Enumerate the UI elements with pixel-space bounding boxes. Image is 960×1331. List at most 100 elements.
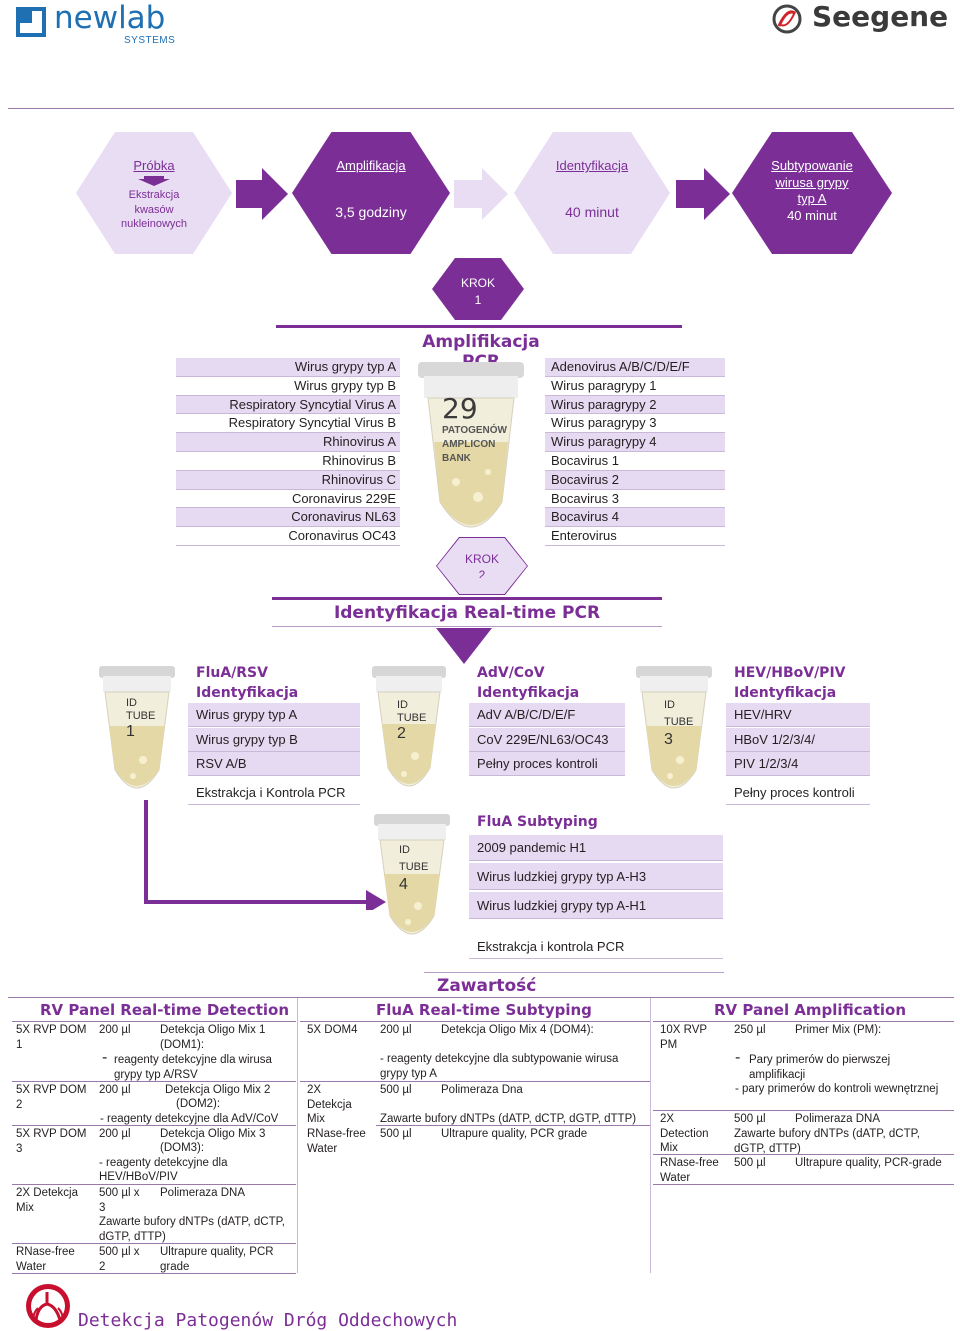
col1-r5-name: RNase-free Water [16,1246,75,1273]
col1-r4-name: 2X Detekcja Mix [16,1187,79,1214]
id-tube-4-icon [374,814,450,935]
amplicon-bank-label-2: AMPLICON [442,439,496,450]
col3-row-border [653,1154,954,1155]
flow-step-identification-sub: 40 minut [565,204,619,220]
col1-r2-desc1: Detekcja Oligo Mix 2 [165,1084,271,1096]
footer-title: Detekcja Patogenów Dróg Oddechowych [78,1310,458,1331]
identification-title-bar [272,597,662,600]
identification-title-underline [272,626,662,627]
panel1-row: Wirus grypy typ A [188,703,360,727]
flow-step-amplification: Amplifikacja 3,5 godziny [292,132,450,254]
arrow-down-icon [136,173,172,186]
col1-r3-name: 5X RVP DOM 3 [16,1128,87,1155]
col2-r1-name: 5X DOM4 [307,1024,358,1036]
amplicon-bank-label-1: PATOGENÓW [442,425,507,436]
id-tube-1-number: 1 [126,723,135,740]
amplification-left-item: Rhinovirus C [176,470,400,490]
col3-row-border [653,1110,954,1111]
col1-r4-desc1: Polimeraza DNA [160,1187,245,1199]
amplification-right-item: Wirus paragrypy 4 [545,433,725,452]
col2-r1-vol: 200 µl [380,1024,412,1036]
amplification-right-item: Wirus paragrypy 1 [545,377,725,396]
panel2-row: AdV A/B/C/D/E/F [469,703,625,727]
id-tube-3-number: 3 [664,731,673,748]
col1-r1-dash: - [102,1049,108,1066]
contents-col-separator [297,998,298,1273]
amplification-left-item: Wirus grypy typ A [176,358,400,377]
col1-row-border [12,1184,296,1185]
col1-r1-desc4: grypy typ A/RSV [114,1069,198,1081]
amplicon-bank-number: 29 [442,392,478,425]
flow-step-sample-title: Próbka [133,158,175,173]
col1-r1-desc1: Detekcja Oligo Mix 1 [160,1024,266,1036]
newlab-logo-icon [16,7,46,37]
amplification-left-item: Respiratory Syncytial Virus A [176,395,400,415]
krok-2-number: 2 [478,568,486,578]
col1-r1-name: 5X RVP DOM 1 [16,1024,87,1051]
amplification-left-item: Rhinovirus B [176,452,400,471]
id-tube-3-id: ID [664,699,675,711]
col3-r1-dash: - [735,1049,741,1066]
flow-step-identification: Identyfikacja 40 minut [514,132,670,254]
col1-r3-vol: 200 µl [99,1128,131,1140]
panel4-title: FluA Subtyping [477,814,598,830]
col1-r1-vol: 200 µl [99,1024,131,1036]
flow-step-amplification-sub: 3,5 godziny [335,204,407,220]
panel3-title: HEV/HBoV/PIV Identyfikacja [734,663,846,703]
krok-2-badge: KROK 2 [436,537,528,595]
col2-r3-desc1: Ultrapure quality, PCR grade [441,1128,588,1140]
krok-1-label: KROK [460,276,495,290]
id-tube-1-id: ID [126,697,137,709]
panel2-title-line2: Identyfikacja [477,685,580,701]
col2-r1-desc2: - reagenty detekcyjne dla subtypowanie w… [380,1053,619,1065]
amplification-left-item: Coronavirus NL63 [176,508,400,528]
col2-r2-name: 2X Detekcja Mix [307,1084,352,1126]
col2-r2-desc2: Zawarte bufory dNTPs (dATP, dCTP, dGTP, … [380,1113,637,1125]
col1-row-border [12,1125,296,1126]
col2-r3-vol: 500 µl [380,1128,412,1140]
col3-r2-name: 2X Detection Mix [660,1113,709,1155]
col2-r1-desc1: Detekcja Oligo Mix 4 (DOM4): [441,1024,594,1036]
col1-r3-desc1: Detekcja Oligo Mix 3 [160,1128,266,1140]
arrow-right-icon [236,168,288,220]
amplification-right-item: Bocavirus 3 [545,490,725,509]
krok-1-badge: KROK 1 [432,258,524,320]
col1-row-border [12,1243,296,1244]
panel3-row: HEV/HRV [726,703,870,727]
id-tube-4-word: TUBE [399,861,429,873]
seegene-logo-icon [772,4,802,34]
panel4-row: Wirus ludzkiej grypy typ A-H3 [469,863,723,890]
connector-arrow-icon [144,800,386,910]
id-tube-2-icon [372,666,446,787]
id-tube-3-icon [636,666,712,789]
panel1-row: Ekstrakcja i Kontrola PCR [188,781,360,805]
krok-2-label: KROK [464,552,499,566]
col1-r5-desc1: Ultrapure quality, PCR grade [160,1246,274,1273]
amplification-left-item: Wirus grypy typ B [176,377,400,396]
col3-r1-vol: 250 µl [734,1024,766,1036]
col1-r1-desc2: (DOM1): [160,1039,205,1051]
contents-title-underline [424,972,724,973]
id-tube-4-id: ID [399,844,410,856]
panel3-title-line2: Identyfikacja [734,685,837,701]
col1-r4-desc2: Zawarte bufory dNTPs (dATP, dCTP, dGTP, … [99,1216,285,1243]
id-tube-1-word: TUBE [126,710,156,722]
col3-r1-desc3: amplifikacji [749,1069,806,1081]
col1-r1-desc3: reagenty detekcyjne dla wirusa [114,1054,272,1066]
lungs-logo-icon [26,1284,70,1328]
amplicon-bank-tube-icon [418,362,524,528]
newlab-logo-sub: SYSTEMS [124,35,176,46]
krok-1-number: 1 [474,293,482,307]
amplification-title-bar [276,325,682,328]
col3-r3-name: RNase-free Water [660,1157,719,1184]
col1-r2-vol: 200 µl [99,1084,131,1096]
contents-divider [8,997,954,998]
newlab-logo: newlab SYSTEMS [14,0,184,48]
amplification-left-item: Coronavirus 229E [176,490,400,509]
flow-step-subtyping-title: Subtypowanie wirusa grypy typ A [771,158,853,206]
col3-r2-desc1: Polimeraza DNA [795,1113,880,1125]
seegene-logo-text: Seegene [812,0,949,33]
panel4-row: Ekstrakcja i kontrola PCR [469,935,723,959]
flow-step-sample: Próbka Ekstrakcja kwasów nukleinowych [76,132,232,254]
